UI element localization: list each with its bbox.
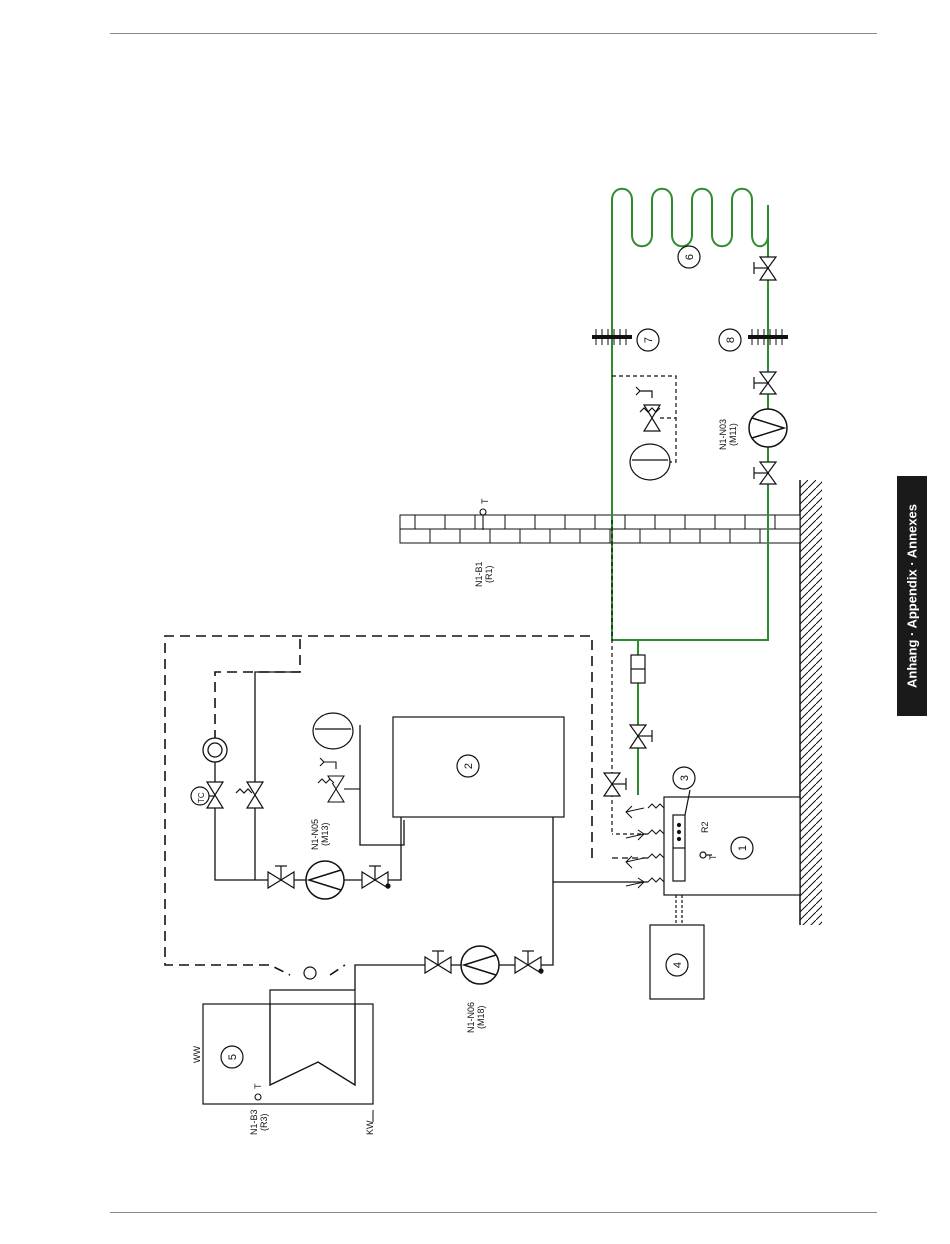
label-m11: (M11): [728, 423, 738, 446]
callout-6: 6: [678, 246, 700, 268]
label-r3: (R3): [259, 1113, 269, 1131]
callout-3: 3: [673, 767, 695, 789]
brine-valve-mid: [754, 372, 776, 394]
svg-text:4: 4: [672, 962, 684, 968]
brine-valve-low: [754, 462, 776, 484]
dhw-pump-n06: [461, 946, 499, 984]
brine-pump: [749, 409, 787, 447]
svg-text:8: 8: [725, 337, 737, 343]
callout-1: 1: [731, 837, 753, 859]
callout-2: 2: [457, 755, 479, 777]
heat-pump-unit: [664, 790, 800, 925]
dhw-sensor: [255, 1094, 261, 1100]
hp-connections: [626, 804, 664, 888]
dhw-tank: [203, 967, 373, 1104]
label-tc: TC: [197, 792, 206, 803]
label-r2: R2: [700, 821, 710, 833]
safety-group-brine: [612, 376, 676, 835]
label-t-r2: T: [708, 854, 718, 860]
svg-text:7: 7: [643, 337, 655, 343]
label-r1: (R1): [484, 565, 494, 583]
svg-text:1: 1: [737, 845, 749, 851]
overflow-valve: [236, 782, 263, 808]
wall-blocks: [400, 515, 800, 543]
brine-filter: [631, 655, 645, 683]
label-t-b3: T: [253, 1083, 263, 1089]
svg-text:5: 5: [227, 1054, 239, 1060]
label-n1-b3: N1-B3: [249, 1109, 259, 1135]
label-n1-n05: N1-N05: [310, 819, 320, 850]
label-m13: (M13): [320, 822, 330, 846]
label-n1-n03: N1-N03: [718, 419, 728, 450]
ground-wall: [800, 480, 822, 925]
brine-circuit: [612, 189, 768, 795]
svg-text:2: 2: [463, 763, 475, 769]
callout-8: 8: [719, 329, 741, 351]
tc-mixing-valve: [191, 782, 223, 808]
label-m18: (M18): [476, 1005, 486, 1029]
expansion-vessel-heating: [313, 713, 353, 749]
callout-7: 7: [637, 329, 659, 351]
label-n1-b1: N1-B1: [474, 561, 484, 587]
safety-valve-heating: [318, 758, 360, 802]
label-n1-n06: N1-N06: [466, 1002, 476, 1033]
label-t-b1: T: [480, 498, 490, 504]
callout-5: 5: [221, 1046, 243, 1068]
svg-text:3: 3: [679, 775, 691, 781]
brine-valve-dashed: [604, 773, 626, 796]
brine-valve-hp: [630, 725, 652, 748]
svg-text:6: 6: [684, 254, 696, 260]
label-kw: KW: [365, 1120, 375, 1135]
brine-valve-top: [754, 257, 776, 280]
heating-pump-n05: [306, 861, 344, 899]
circulator-ring: [203, 738, 227, 762]
label-ww: WW: [192, 1046, 202, 1063]
callout-4: 4: [666, 954, 688, 976]
